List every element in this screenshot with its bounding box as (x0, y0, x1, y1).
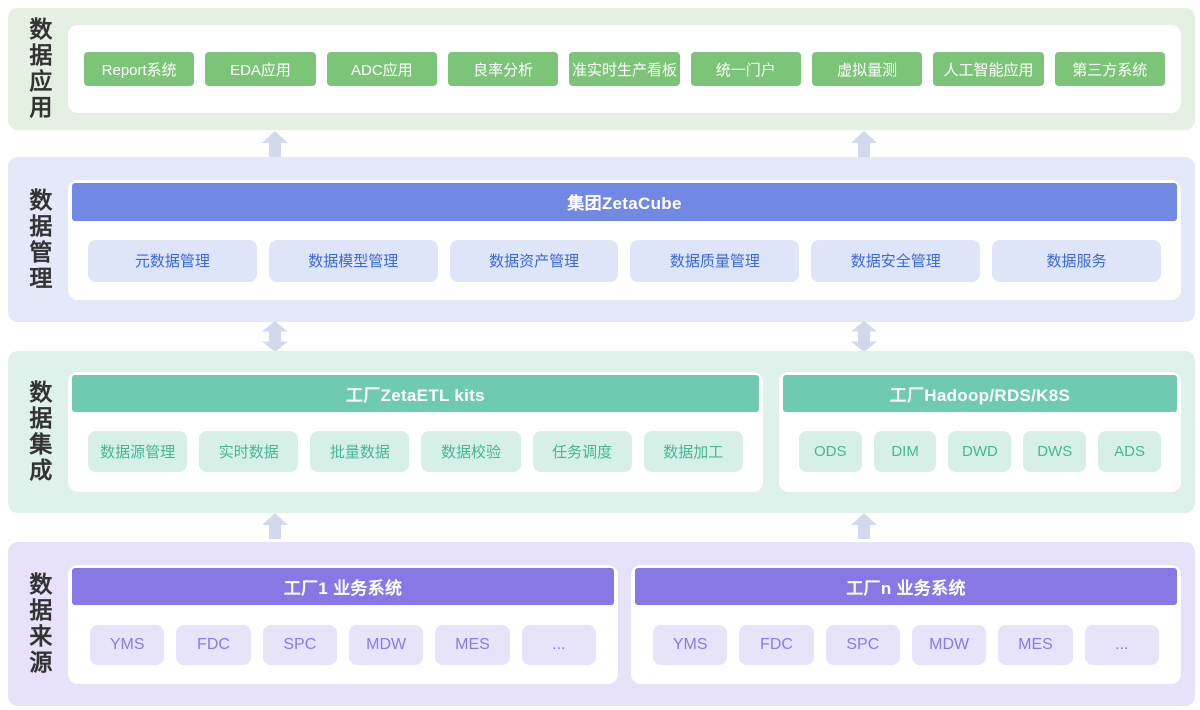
src-item-yms: YMS (653, 624, 728, 665)
layer-label-data-sources: 数据来源 (8, 572, 68, 676)
mgmt-item-asset: 数据资产管理 (449, 239, 619, 282)
zetaetl-panel: 工厂ZetaETL kits 数据源管理 实时数据 批量数据 数据校验 任务调度… (68, 372, 763, 492)
zetacube-panel: 集团ZetaCube 元数据管理 数据模型管理 数据资产管理 数据质量管理 数据… (68, 179, 1181, 300)
up-arrow-icon (851, 513, 877, 539)
bidirectional-arrow-icon (262, 321, 288, 352)
src-item-mdw: MDW (911, 624, 987, 665)
app-item-ai: 人工智能应用 (933, 52, 1044, 86)
hadoop-header: 工厂Hadoop/RDS/K8S (782, 375, 1177, 412)
app-item-yield: 良率分析 (447, 52, 559, 86)
layer-label-text: 数据来源 (25, 572, 52, 676)
src-item-spc: SPC (825, 624, 900, 665)
app-item-report: Report系统 (84, 52, 195, 86)
factory1-panel: 工厂1 业务系统 YMS FDC SPC MDW MES ... (68, 564, 618, 684)
app-item-portal: 统一门户 (690, 52, 801, 86)
src-item-spc: SPC (262, 624, 337, 665)
etl-item-processing: 数据加工 (643, 431, 743, 472)
app-item-adc: ADC应用 (326, 52, 437, 86)
dw-item-dwd: DWD (948, 431, 1012, 472)
src-item-fdc: FDC (176, 624, 251, 665)
dw-item-dim: DIM (873, 431, 937, 472)
up-arrow-icon (262, 131, 288, 157)
connector-management-integration (0, 321, 1200, 352)
dw-item-ads: ADS (1098, 431, 1161, 472)
bidirectional-arrow-icon (851, 321, 877, 352)
layer-label-data-application: 数据应用 (8, 17, 68, 121)
mgmt-item-security: 数据安全管理 (811, 239, 981, 282)
src-item-mes: MES (435, 624, 510, 665)
src-item-mes: MES (998, 624, 1073, 665)
mgmt-item-model: 数据模型管理 (268, 239, 438, 282)
src-item-yms: YMS (90, 624, 165, 665)
layer-label-text: 数据集成 (25, 380, 52, 484)
src-item-more: ... (521, 624, 596, 665)
app-item-dashboard: 准实时生产看板 (569, 52, 680, 86)
connector-apps-management (0, 130, 1200, 157)
app-item-eda: EDA应用 (205, 52, 316, 86)
src-item-fdc: FDC (739, 624, 814, 665)
etl-item-realtime: 实时数据 (199, 431, 299, 472)
factory1-header: 工厂1 业务系统 (72, 567, 614, 605)
dw-item-ods: ODS (798, 431, 862, 472)
app-item-thirdparty: 第三方系统 (1054, 52, 1165, 86)
layer-label-data-management: 数据管理 (8, 188, 68, 292)
dw-item-dws: DWS (1023, 431, 1087, 472)
application-panel: Report系统 EDA应用 ADC应用 良率分析 准实时生产看板 统一门户 虚… (68, 25, 1181, 113)
layer-label-data-integration: 数据集成 (8, 380, 68, 484)
mgmt-item-metadata: 元数据管理 (88, 239, 257, 282)
etl-item-validation: 数据校验 (421, 431, 521, 472)
factoryn-panel: 工厂n 业务系统 YMS FDC SPC MDW MES ... (631, 564, 1181, 684)
layer-label-text: 数据管理 (25, 187, 52, 292)
layer-data-integration: 数据集成 工厂ZetaETL kits 数据源管理 实时数据 批量数据 数据校验… (8, 351, 1195, 513)
up-arrow-icon (851, 131, 877, 157)
mgmt-item-quality: 数据质量管理 (630, 239, 800, 282)
layer-data-management: 数据管理 集团ZetaCube 元数据管理 数据模型管理 数据资产管理 数据质量… (8, 157, 1195, 322)
up-arrow-icon (262, 513, 288, 539)
factoryn-header: 工厂n 业务系统 (635, 567, 1177, 605)
src-item-mdw: MDW (348, 624, 424, 665)
hadoop-panel: 工厂Hadoop/RDS/K8S ODS DIM DWD DWS ADS (778, 372, 1181, 492)
etl-item-datasource: 数据源管理 (88, 431, 188, 472)
etl-item-batch: 批量数据 (310, 431, 410, 472)
zetaetl-header: 工厂ZetaETL kits (72, 375, 759, 412)
zetacube-header: 集团ZetaCube (72, 182, 1177, 221)
layer-data-sources: 数据来源 工厂1 业务系统 YMS FDC SPC MDW MES ... 工厂… (8, 542, 1195, 706)
mgmt-item-service: 数据服务 (992, 239, 1161, 282)
layer-label-text: 数据应用 (25, 17, 52, 121)
app-item-vm: 虚拟量测 (811, 52, 923, 86)
src-item-more: ... (1084, 624, 1159, 665)
connector-integration-sources (0, 512, 1200, 542)
etl-item-scheduling: 任务调度 (532, 431, 632, 472)
layer-data-application: 数据应用 Report系统 EDA应用 ADC应用 良率分析 准实时生产看板 统… (8, 8, 1195, 130)
